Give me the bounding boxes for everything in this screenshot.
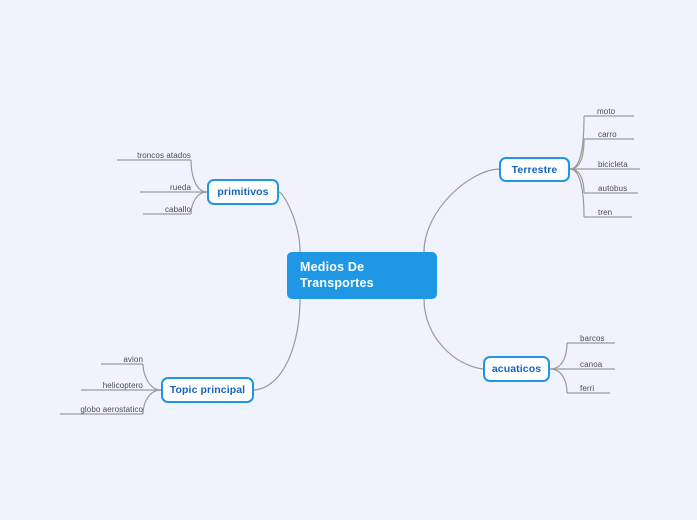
connector-root-terrestre	[423, 168, 500, 253]
leaf-barcos[interactable]: barcos	[580, 334, 605, 343]
connector-root-topic	[253, 298, 301, 391]
connector-primitivos-troncos	[190, 159, 208, 193]
connector-root-primitivos	[278, 191, 301, 253]
connector-terrestre-moto	[569, 115, 585, 170]
leaf-label-ferri: ferri	[580, 384, 595, 393]
leaf-carro[interactable]: carro	[598, 130, 617, 139]
leaf-label-rueda: rueda	[170, 183, 191, 192]
leaf-label-bicicleta: bicicleta	[598, 160, 628, 169]
leaf-label-moto: moto	[597, 107, 616, 116]
branch-label-primitivos: primitivos	[217, 186, 269, 198]
branch-label-acuaticos: acuaticos	[491, 363, 542, 375]
leaf-label-caballo: caballo	[164, 205, 191, 214]
connector-terrestre-autobus	[569, 168, 585, 194]
leaf-label-canoa: canoa	[580, 360, 603, 369]
connector-root-acuaticos	[423, 298, 484, 370]
leaf-label-avion: avion	[123, 355, 143, 364]
branch-node-acuaticos[interactable]: acuaticos	[483, 356, 550, 382]
leaf-label-carro: carro	[598, 130, 617, 139]
branch-label-terrestre: Terrestre	[511, 163, 558, 176]
connector-primitivos-caballo	[190, 191, 208, 215]
branch-label-topic-principal: Topic principal	[169, 384, 246, 396]
leaf-moto[interactable]: moto	[597, 107, 615, 116]
connector-acuaticos-barcos	[549, 342, 568, 370]
leaf-canoa[interactable]: canoa	[580, 360, 602, 369]
leaf-troncos-atados[interactable]: troncos atados	[60, 151, 191, 160]
leaf-label-tren: tren	[598, 208, 613, 217]
leaf-helicoptero[interactable]: helicoptero	[40, 381, 143, 390]
leaf-ferri[interactable]: ferri	[580, 384, 594, 393]
connector-topic-avion	[142, 363, 162, 391]
leaf-label-helicoptero: helicoptero	[102, 381, 143, 390]
branch-node-terrestre[interactable]: Terrestre	[499, 157, 570, 182]
root-node[interactable]: Medios De Transportes	[287, 252, 437, 299]
root-node-label-line2: Transportes	[300, 276, 374, 290]
leaf-bicicleta[interactable]: bicicleta	[598, 160, 628, 169]
leaf-label-autobus: autobus	[598, 184, 628, 193]
connector-topic-globo	[142, 389, 162, 415]
connector-terrestre-carro	[569, 138, 585, 170]
leaf-label-globo-aerostatico: globo aerostatico	[80, 405, 143, 414]
connector-terrestre-tren	[569, 168, 585, 218]
branch-node-topic-principal[interactable]: Topic principal	[161, 377, 254, 403]
root-node-label-line1: Medios De	[300, 260, 365, 274]
leaf-autobus[interactable]: autobus	[598, 184, 627, 193]
leaf-label-troncos-atados: troncos atados	[137, 151, 191, 160]
leaf-globo-aerostatico[interactable]: globo aerostatico	[40, 405, 143, 414]
leaf-caballo[interactable]: caballo	[90, 205, 191, 214]
leaf-label-barcos: barcos	[580, 334, 605, 343]
leaf-rueda[interactable]: rueda	[90, 183, 191, 192]
branch-node-primitivos[interactable]: primitivos	[207, 179, 279, 205]
leaf-avion[interactable]: avion	[40, 355, 143, 364]
connector-acuaticos-ferri	[549, 368, 568, 394]
leaf-tren[interactable]: tren	[598, 208, 612, 217]
